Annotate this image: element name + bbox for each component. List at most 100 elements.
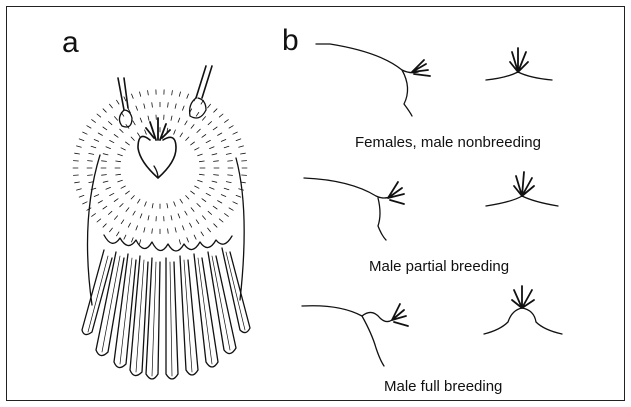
caption-row-3: Male full breeding (384, 378, 502, 395)
halo-feather-tick (91, 146, 96, 148)
halo-feather-tick (126, 142, 130, 145)
halo-feather-tick (202, 199, 206, 202)
halo-feather-tick (168, 103, 169, 108)
halo-feather-tick (233, 202, 237, 204)
halo-feather-tick (210, 187, 215, 189)
halo-feather-tick (103, 154, 108, 155)
halo-feather-tick (186, 137, 189, 140)
halo-feather-tick (190, 223, 192, 227)
halo-feather-tick (228, 175, 233, 176)
halo-feather-tick (88, 175, 93, 176)
halo-feather-tick (208, 228, 211, 232)
halo-feather-tick (226, 182, 231, 183)
halo-feather-tick (114, 199, 118, 202)
halo-feather-tick (106, 147, 111, 149)
halo-feather-tick (117, 100, 120, 104)
halo-feather-tick (180, 133, 183, 137)
halo-feather-tick (97, 219, 101, 222)
halo-feather-tick (94, 195, 99, 197)
halo-feather-tick (116, 174, 121, 175)
halo-feather-tick (191, 191, 195, 194)
halo-feather-tick (175, 228, 176, 232)
halo-feather-tick (195, 148, 199, 150)
halo-feather-tick (145, 202, 147, 206)
profile-front-nonbreeding (486, 48, 552, 80)
halo-feather-tick (136, 106, 138, 110)
halo-feather-tick (178, 118, 180, 122)
halo-feather-tick (138, 133, 141, 137)
halo-feather-tick (152, 229, 153, 234)
halo-feather-tick (116, 161, 121, 162)
halo-feather-tick (110, 140, 114, 142)
halo-feather-tick (180, 199, 183, 203)
halo-feather-tick (198, 180, 203, 182)
halo-feather-tick (83, 202, 87, 204)
halo-feather-tick (98, 133, 102, 135)
halo-feather-tick (218, 201, 222, 203)
halo-feather-tick (198, 154, 203, 156)
halo-feather-tick (228, 161, 233, 162)
halo-feather-tick (212, 181, 217, 182)
halo-feather-tick (239, 146, 244, 147)
halo-feather-tick (77, 146, 82, 147)
halo-feather-tick (196, 220, 199, 224)
halo-feather-tick (208, 104, 211, 108)
halo-feather-tick (110, 228, 113, 232)
halo-feather-tick (148, 91, 149, 96)
halo-feather-tick (178, 214, 180, 218)
halo-feather-tick (102, 161, 107, 162)
halo-feather-tick (132, 94, 134, 98)
halo-feather-tick (210, 147, 215, 149)
halo-feather-tick (197, 129, 200, 132)
halo-feather-tick (218, 133, 222, 135)
halo-feather-tick (110, 193, 114, 195)
halo-feather-tick (233, 132, 237, 134)
halo-feather-tick (87, 126, 91, 128)
caption-row-1: Females, male nonbreeding (355, 134, 541, 151)
halo-feather-tick (172, 91, 173, 96)
halo-feather-tick (102, 175, 107, 176)
halo-feather-tick (185, 121, 187, 125)
halo-feather-tick (221, 140, 226, 142)
halo-feather-tick (224, 188, 229, 190)
halo-feather-tick (148, 216, 149, 220)
halo-feather-tick (132, 238, 134, 242)
halo-feather-tick (221, 195, 226, 197)
halo-feather-tick (126, 208, 129, 212)
halo-feather-tick (110, 104, 113, 108)
halo-feather-tick (186, 196, 189, 199)
halo-feather-tick (196, 112, 199, 116)
halo-feather-tick (187, 94, 189, 98)
halo-feather-tick (124, 97, 126, 101)
halo-feather-tick (115, 117, 118, 121)
halo-feather-tick (106, 187, 111, 189)
halo-feather-tick (174, 202, 176, 206)
halo-feather-tick (138, 199, 141, 203)
halo-feather-tick (92, 120, 96, 123)
halo-feather-tick (97, 114, 101, 117)
halo-feather-tick (118, 180, 123, 182)
halo-feather-tick (133, 211, 135, 215)
halo-feather-tick (191, 208, 194, 212)
halo-feather-tick (103, 224, 106, 227)
halo-feather-tick (108, 211, 112, 214)
halo-feather-tick (89, 153, 94, 154)
halo-feather-tick (171, 116, 172, 120)
halo-feather-tick (202, 135, 206, 138)
halo-feather-tick (167, 204, 168, 208)
halo-feather-tick (118, 154, 123, 156)
halo-feather-tick (75, 153, 80, 154)
halo-feather-tick (140, 240, 141, 244)
halo-feather-tick (126, 191, 130, 194)
halo-feather-tick (103, 181, 108, 182)
halo-feather-tick (183, 226, 185, 230)
caption-row-2: Male partial breeding (369, 258, 509, 275)
halo-feather-tick (226, 153, 231, 154)
halo-feather-tick (121, 220, 124, 224)
halo-feather-tick (194, 235, 196, 239)
halo-feather-tick (77, 189, 82, 190)
halo-feather-tick (179, 240, 180, 244)
halo-feather-tick (229, 126, 233, 128)
halo-feather-tick (214, 224, 217, 227)
halo-feather-tick (219, 219, 223, 222)
